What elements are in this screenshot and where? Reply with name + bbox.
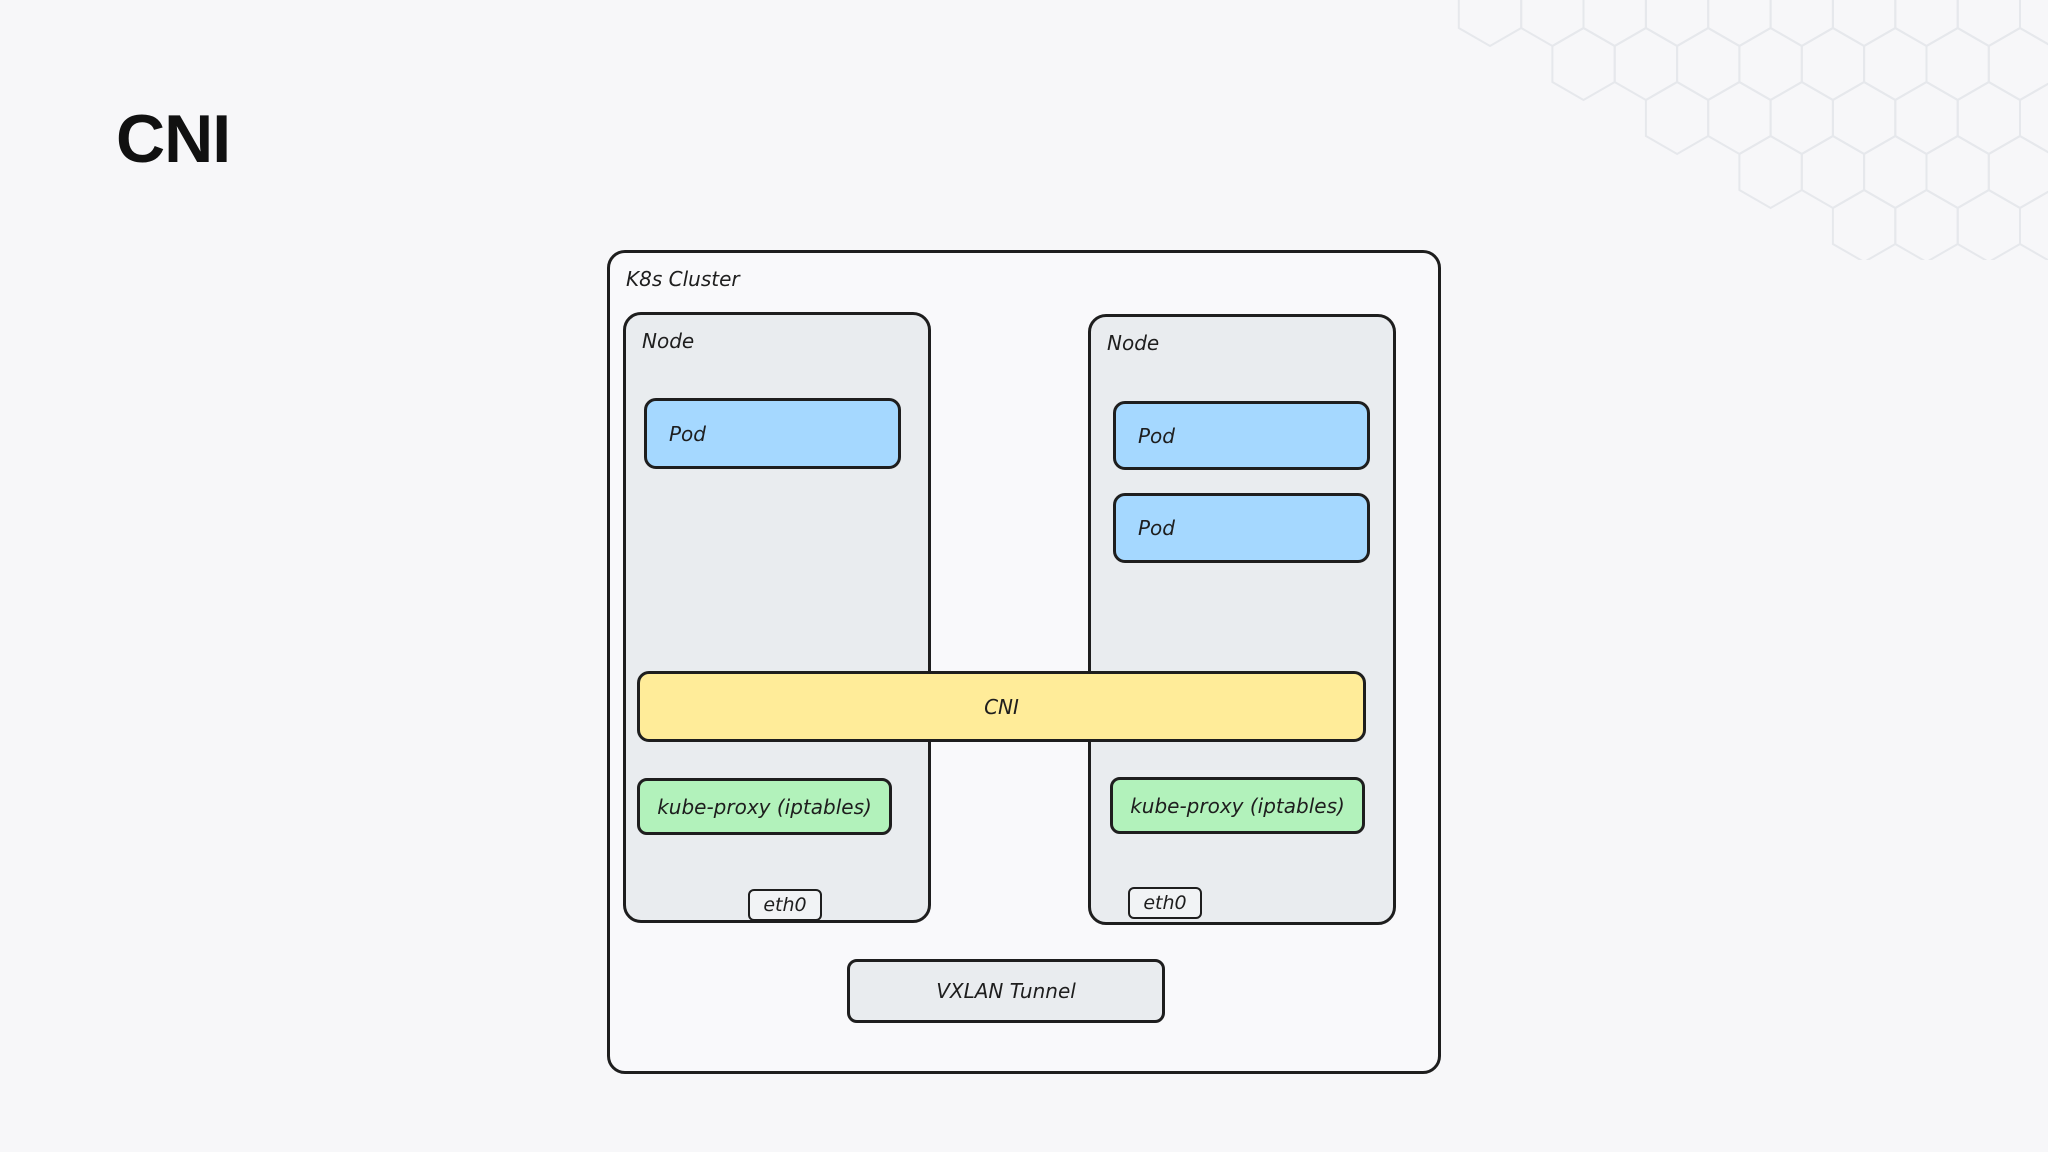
hexagon-shape bbox=[1457, 0, 1523, 48]
hexagon-shape bbox=[1769, 0, 1834, 48]
hexagon-shape bbox=[1863, 26, 1928, 102]
hexagon-shape bbox=[2019, 0, 2048, 46]
kube-proxy-label: kube-proxy (iptables) bbox=[1130, 793, 1345, 818]
hexagon-shape bbox=[1894, 0, 1959, 48]
hexagon-shape bbox=[1863, 134, 1928, 210]
eth0-label: eth0 bbox=[763, 894, 807, 916]
hexagon-shape bbox=[1551, 26, 1616, 102]
hexagon-shape bbox=[1831, 80, 1897, 156]
kube-proxy-left: kube-proxy (iptables) bbox=[637, 778, 892, 835]
hexagon-shape bbox=[1582, 0, 1647, 48]
hexagon-shape bbox=[1520, 0, 1585, 48]
hexagon-shape bbox=[1800, 26, 1866, 102]
pod-label: Pod bbox=[1138, 423, 1175, 448]
pod-right-1: Pod bbox=[1113, 401, 1370, 470]
cni-label: CNI bbox=[984, 694, 1019, 719]
hexagon-shape bbox=[1738, 26, 1803, 102]
hexagon-shape bbox=[1894, 188, 1959, 260]
hexagon-shape bbox=[1738, 134, 1803, 210]
pod-right-2: Pod bbox=[1113, 493, 1370, 563]
hexagon-shape bbox=[2019, 190, 2048, 260]
hexagon-shape bbox=[1925, 26, 1990, 102]
page-title: CNI bbox=[116, 101, 231, 177]
eth0-left: eth0 bbox=[748, 889, 822, 921]
node-label: Node bbox=[1107, 331, 1160, 355]
pod-label: Pod bbox=[669, 421, 706, 446]
hexagon-shape bbox=[1644, 0, 1710, 48]
cluster-label: K8s Cluster bbox=[626, 267, 740, 291]
hexagon-shape bbox=[1956, 188, 2021, 260]
eth0-label: eth0 bbox=[1143, 892, 1187, 914]
hexagon-shape bbox=[1644, 80, 1710, 156]
pod-label: Pod bbox=[1138, 516, 1175, 540]
kube-proxy-label: kube-proxy (iptables) bbox=[657, 794, 872, 819]
hexagon-shape bbox=[1707, 80, 1772, 156]
node-label: Node bbox=[642, 329, 695, 353]
vxlan-tunnel: VXLAN Tunnel bbox=[847, 959, 1165, 1023]
kube-proxy-right: kube-proxy (iptables) bbox=[1110, 777, 1365, 834]
hexagon-shape bbox=[1831, 0, 1897, 48]
cni-bar: CNI bbox=[637, 671, 1366, 742]
hexagon-shape bbox=[1894, 80, 1959, 156]
eth0-right: eth0 bbox=[1128, 887, 1202, 919]
hexagon-shape bbox=[1956, 0, 2021, 48]
hexagon-pattern-decoration bbox=[1457, 0, 2048, 260]
hexagon-shape bbox=[1676, 26, 1741, 102]
hexagon-shape bbox=[1800, 134, 1866, 210]
hexagon-shape bbox=[1831, 188, 1897, 260]
hexagon-shape bbox=[1956, 80, 2021, 156]
vxlan-tunnel-label: VXLAN Tunnel bbox=[936, 979, 1076, 1003]
pod-left-1: Pod bbox=[644, 398, 901, 469]
hexagon-shape bbox=[1925, 134, 1990, 210]
hexagon-shape bbox=[1707, 0, 1772, 48]
hexagon-shape bbox=[1613, 26, 1679, 102]
hexagon-shape bbox=[1769, 80, 1834, 156]
